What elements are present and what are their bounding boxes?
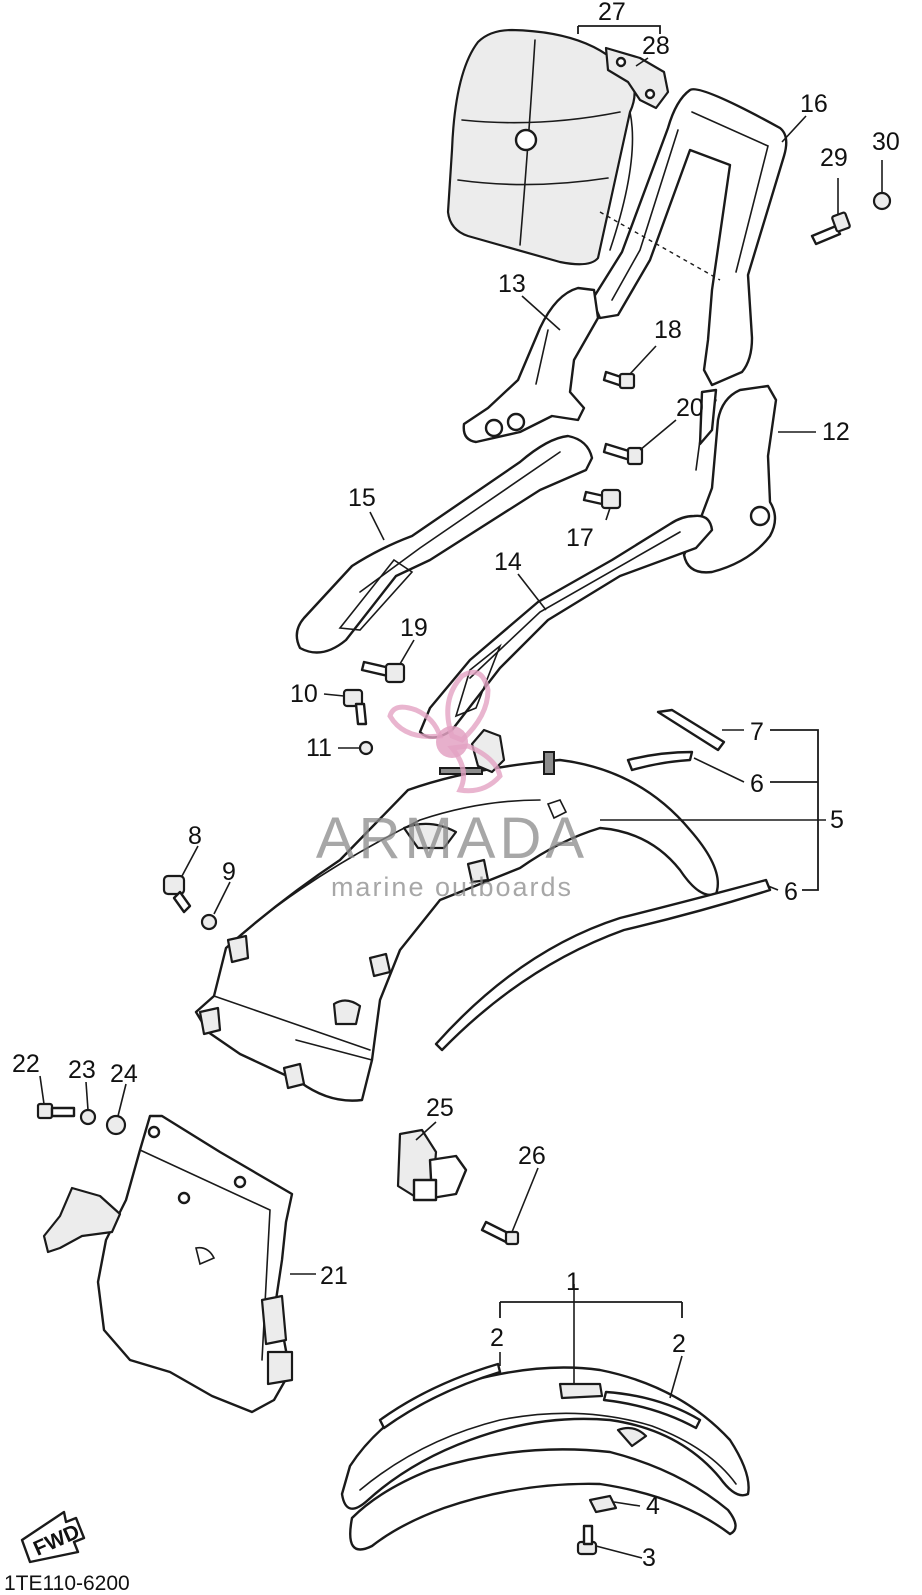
- callout-28: 28: [642, 32, 670, 60]
- nut-30: [872, 191, 892, 211]
- trim-strip-upper: [626, 750, 694, 772]
- callout-14: 14: [494, 548, 522, 576]
- callout-7: 7: [750, 718, 764, 746]
- watermark-tagline: marine outboards: [331, 872, 573, 902]
- callout-17: 17: [566, 524, 594, 552]
- callout-27: 27: [598, 0, 626, 26]
- bolt-22: [36, 1102, 76, 1120]
- bolt-20: [602, 442, 644, 466]
- callout-3: 3: [642, 1544, 656, 1572]
- clip-11: [358, 740, 374, 756]
- nut-9: [200, 913, 218, 931]
- callout-6-upper: 6: [750, 770, 764, 798]
- washer-23: [79, 1108, 97, 1126]
- callout-4: 4: [646, 1492, 660, 1520]
- front-fender: [340, 1366, 750, 1551]
- leader-lines: [39, 25, 883, 1559]
- trim-strip-lower: [434, 878, 772, 1052]
- callout-26: 26: [518, 1142, 546, 1170]
- callout-numbers: 27 28 16 29 30 13 18 20 12 15 17 14 19 1…: [12, 0, 900, 1572]
- bolt-8: [162, 874, 192, 914]
- backrest-pad: [446, 28, 636, 266]
- left-stay: [295, 434, 594, 654]
- fender-strip-left: [378, 1362, 502, 1430]
- fender-strip-right: [602, 1390, 702, 1430]
- callout-8: 8: [188, 822, 202, 850]
- clip-4: [588, 1494, 618, 1514]
- diagram-code: 1TE110-6200: [4, 1572, 130, 1595]
- callout-9: 9: [222, 858, 236, 886]
- bolt-3: [576, 1524, 598, 1556]
- callout-21: 21: [320, 1262, 348, 1290]
- bolt-17: [582, 488, 622, 510]
- callout-11: 11: [306, 734, 332, 762]
- callout-23: 23: [68, 1056, 96, 1084]
- watermark: ARMADA marine outboards: [316, 669, 588, 902]
- callout-10: 10: [290, 680, 318, 708]
- rear-fender: [194, 758, 720, 1102]
- callout-2-right: 2: [672, 1330, 686, 1358]
- callout-12: 12: [822, 418, 850, 446]
- callout-30: 30: [872, 128, 900, 156]
- callout-2-left: 2: [490, 1324, 504, 1352]
- nut-24: [105, 1114, 127, 1136]
- seat-latch: [396, 1128, 468, 1202]
- bolt-10: [342, 688, 368, 726]
- callout-18: 18: [654, 316, 682, 344]
- fwd-arrow: FWD: [20, 1510, 86, 1564]
- bolt-18: [602, 370, 636, 390]
- callout-29: 29: [820, 144, 848, 172]
- bolt-19: [360, 660, 406, 684]
- emblem-strip: [656, 708, 726, 752]
- bar-plate: [462, 286, 600, 444]
- callout-15: 15: [348, 484, 376, 512]
- bolt-29: [810, 211, 851, 246]
- bracket-28: [604, 46, 670, 110]
- callout-5: 5: [830, 806, 844, 834]
- callout-20: 20: [676, 394, 704, 422]
- callout-1: 1: [566, 1268, 580, 1296]
- callout-13: 13: [498, 270, 526, 298]
- callout-6-lower: 6: [784, 878, 798, 906]
- callout-25: 25: [426, 1094, 454, 1122]
- inner-fender: [42, 1114, 294, 1414]
- watermark-brand: ARMADA: [316, 806, 588, 871]
- callout-16: 16: [800, 90, 828, 118]
- callout-22: 22: [12, 1050, 40, 1078]
- propeller-logo-icon: [387, 669, 503, 794]
- screw-26: [480, 1220, 520, 1246]
- backrest-frame: [590, 88, 788, 387]
- callout-19: 19: [400, 614, 428, 642]
- callout-24: 24: [110, 1060, 138, 1088]
